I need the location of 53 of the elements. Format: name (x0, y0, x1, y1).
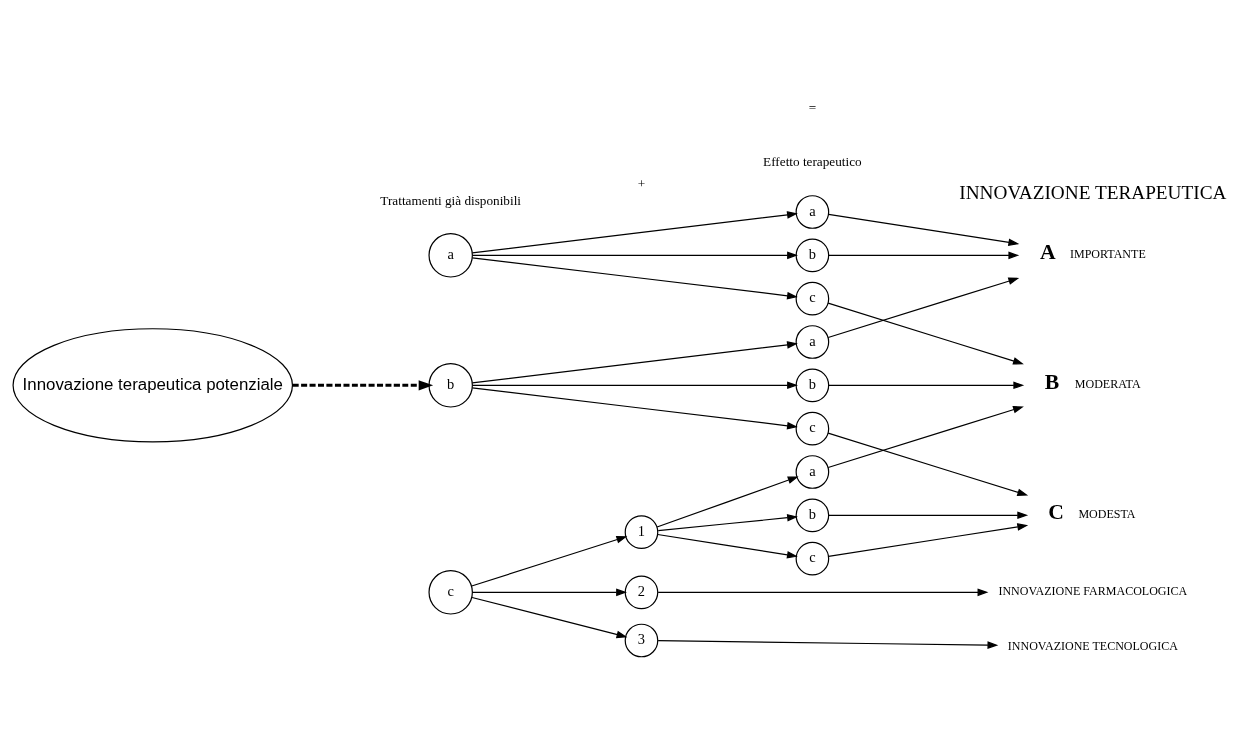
node-text: INNOVAZIONE TECNOLOGICA (1007, 638, 1178, 653)
arrow (657, 533, 798, 559)
label: + (637, 175, 646, 191)
node-label: MODERATA (1074, 377, 1141, 392)
arrow (471, 341, 798, 384)
arrow (828, 381, 1025, 390)
node-label: MODESTA (1078, 507, 1136, 522)
arrow (827, 213, 1020, 247)
node-circle: 1 (624, 515, 659, 549)
arrow (472, 381, 798, 390)
arrow (827, 432, 1029, 496)
arrow (828, 251, 1020, 260)
arrow (292, 380, 434, 391)
node-circle: c (795, 541, 830, 576)
arrow (827, 406, 1024, 469)
node-text: INNOVAZIONE FARMACOLOGICA (998, 584, 1188, 599)
arrow (472, 251, 798, 260)
arrow (656, 476, 799, 528)
node-circle: a (795, 455, 830, 489)
node-label: IMPORTANTE (1069, 247, 1146, 262)
label: Effetto terapeutico (763, 154, 862, 170)
arrow (827, 302, 1024, 365)
node-circle: a (795, 195, 830, 229)
node-circle: c (795, 411, 830, 446)
node-circle: a (795, 325, 830, 359)
node-circle: c (795, 281, 830, 316)
node-text: A (1039, 240, 1056, 265)
arrow (828, 511, 1029, 520)
arrow (657, 640, 999, 649)
node-circle: c (428, 570, 473, 615)
label: INNOVAZIONE TERAPEUTICA (959, 181, 1227, 203)
node-circle: b (795, 238, 830, 273)
node-circle: a (428, 233, 473, 278)
node-circle: 2 (624, 575, 659, 610)
node-text: C (1048, 500, 1064, 525)
arrow (471, 536, 628, 587)
arrow (471, 387, 798, 430)
arrow (471, 211, 798, 254)
node-circle: 3 (624, 623, 659, 658)
arrow (827, 523, 1029, 557)
node-circle: b (795, 498, 830, 533)
arrow (471, 588, 627, 597)
arrow (827, 277, 1020, 339)
label: = (808, 99, 817, 115)
node-circle: b (428, 363, 473, 408)
node-text: B (1044, 370, 1060, 395)
arrow (657, 588, 989, 597)
node-ellipse: Innovazione terapeutica potenziale (12, 328, 294, 443)
arrow (471, 596, 628, 639)
arrow (471, 257, 798, 300)
label: Trattamenti già disponibili (380, 192, 522, 208)
node-circle: b (795, 368, 830, 403)
arrow (657, 513, 798, 532)
